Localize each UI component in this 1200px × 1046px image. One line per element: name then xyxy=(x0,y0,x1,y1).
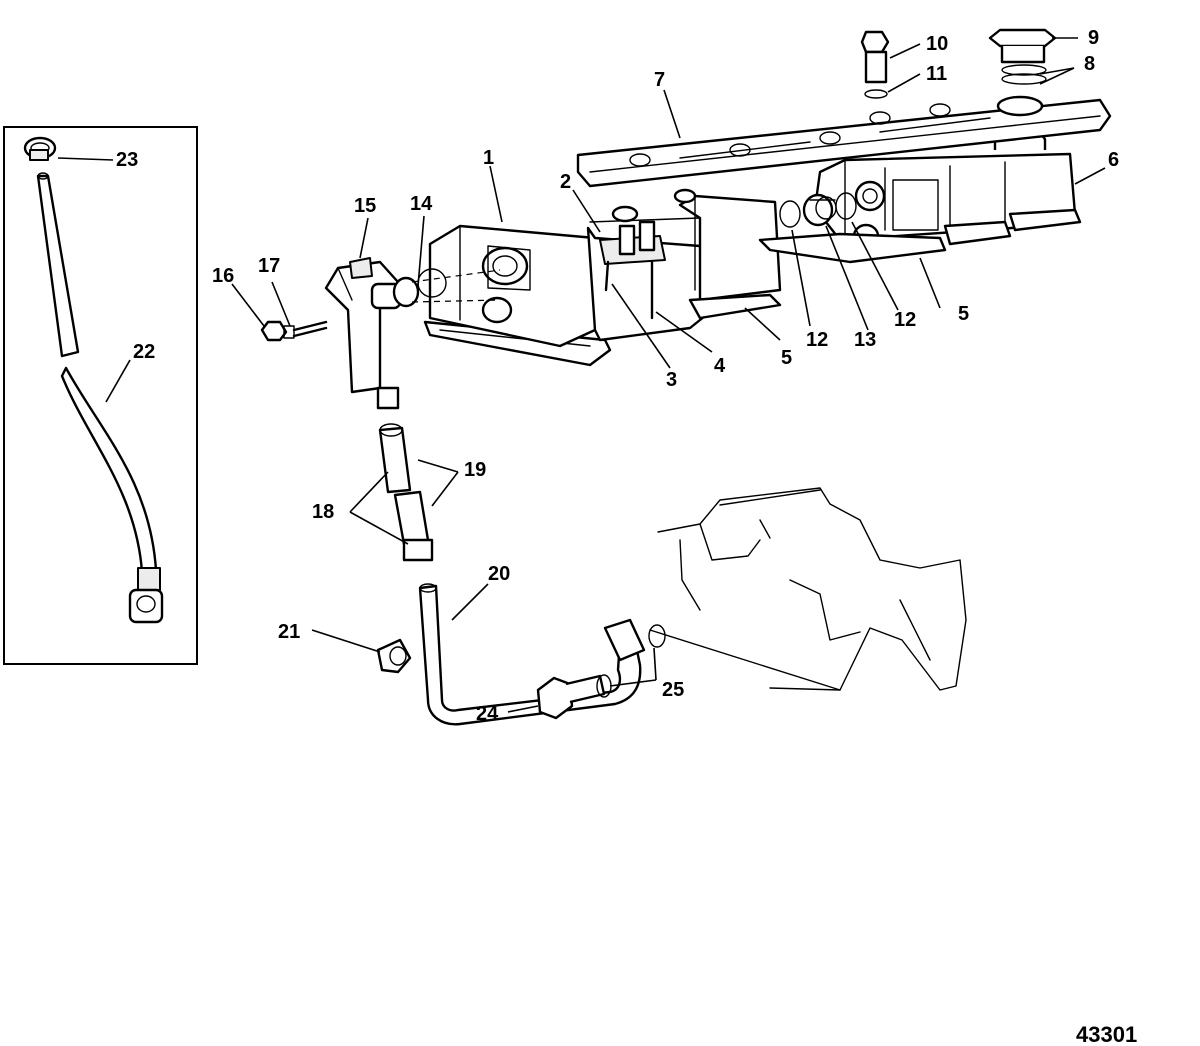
inset-hose-panel xyxy=(3,126,198,665)
hose-clamp-part xyxy=(23,136,57,161)
hose-connector-part xyxy=(378,423,434,562)
callout-13: 13 xyxy=(854,329,876,351)
callout-12: 12 xyxy=(806,329,828,351)
callout-6: 6 xyxy=(1108,149,1119,171)
oil-tube-part xyxy=(418,583,646,726)
callout-18: 18 xyxy=(312,501,334,523)
figure-number: 43301 xyxy=(1076,1022,1137,1046)
bolt-part xyxy=(260,320,328,342)
tube-clip-part xyxy=(376,638,412,674)
leader-lines xyxy=(57,37,1106,713)
vent-fitting-part xyxy=(860,30,890,99)
callout-15: 15 xyxy=(354,195,376,217)
callout-23: 23 xyxy=(116,149,138,171)
filler-cap-part xyxy=(988,28,1057,85)
hose-part xyxy=(36,172,164,624)
callout-20: 20 xyxy=(488,563,510,585)
callout-19: 19 xyxy=(464,459,486,481)
callout-12-right: 12 xyxy=(894,309,916,331)
callout-10: 10 xyxy=(926,33,948,55)
callout-22: 22 xyxy=(133,341,155,363)
valve-cover-part xyxy=(423,188,782,367)
callout-4: 4 xyxy=(714,355,726,377)
seal-fitting-part xyxy=(779,192,857,228)
callout-3: 3 xyxy=(666,369,677,391)
callout-25: 25 xyxy=(662,679,684,701)
callout-5-right: 5 xyxy=(958,303,969,325)
valve-cover-right-part xyxy=(758,131,1082,264)
callout-5: 5 xyxy=(781,347,792,369)
top-rail-part xyxy=(576,95,1112,188)
callout-2: 2 xyxy=(560,171,571,193)
callout-9: 9 xyxy=(1088,27,1099,49)
separator-part xyxy=(324,257,501,410)
callout-14: 14 xyxy=(410,193,433,215)
callout-1: 1 xyxy=(483,147,494,169)
callout-7: 7 xyxy=(654,69,665,91)
callout-17: 17 xyxy=(258,255,280,277)
callout-24: 24 xyxy=(476,703,499,725)
callout-21: 21 xyxy=(278,621,300,643)
callout-16: 16 xyxy=(212,265,234,287)
fitting-bolt-part xyxy=(536,624,666,720)
callout-labels: 1 2 3 4 5 5 6 7 8 9 10 11 12 12 13 14 15… xyxy=(116,27,1119,725)
engine-block-outline xyxy=(649,487,967,691)
callout-8: 8 xyxy=(1084,53,1095,75)
callout-11: 11 xyxy=(926,63,947,85)
